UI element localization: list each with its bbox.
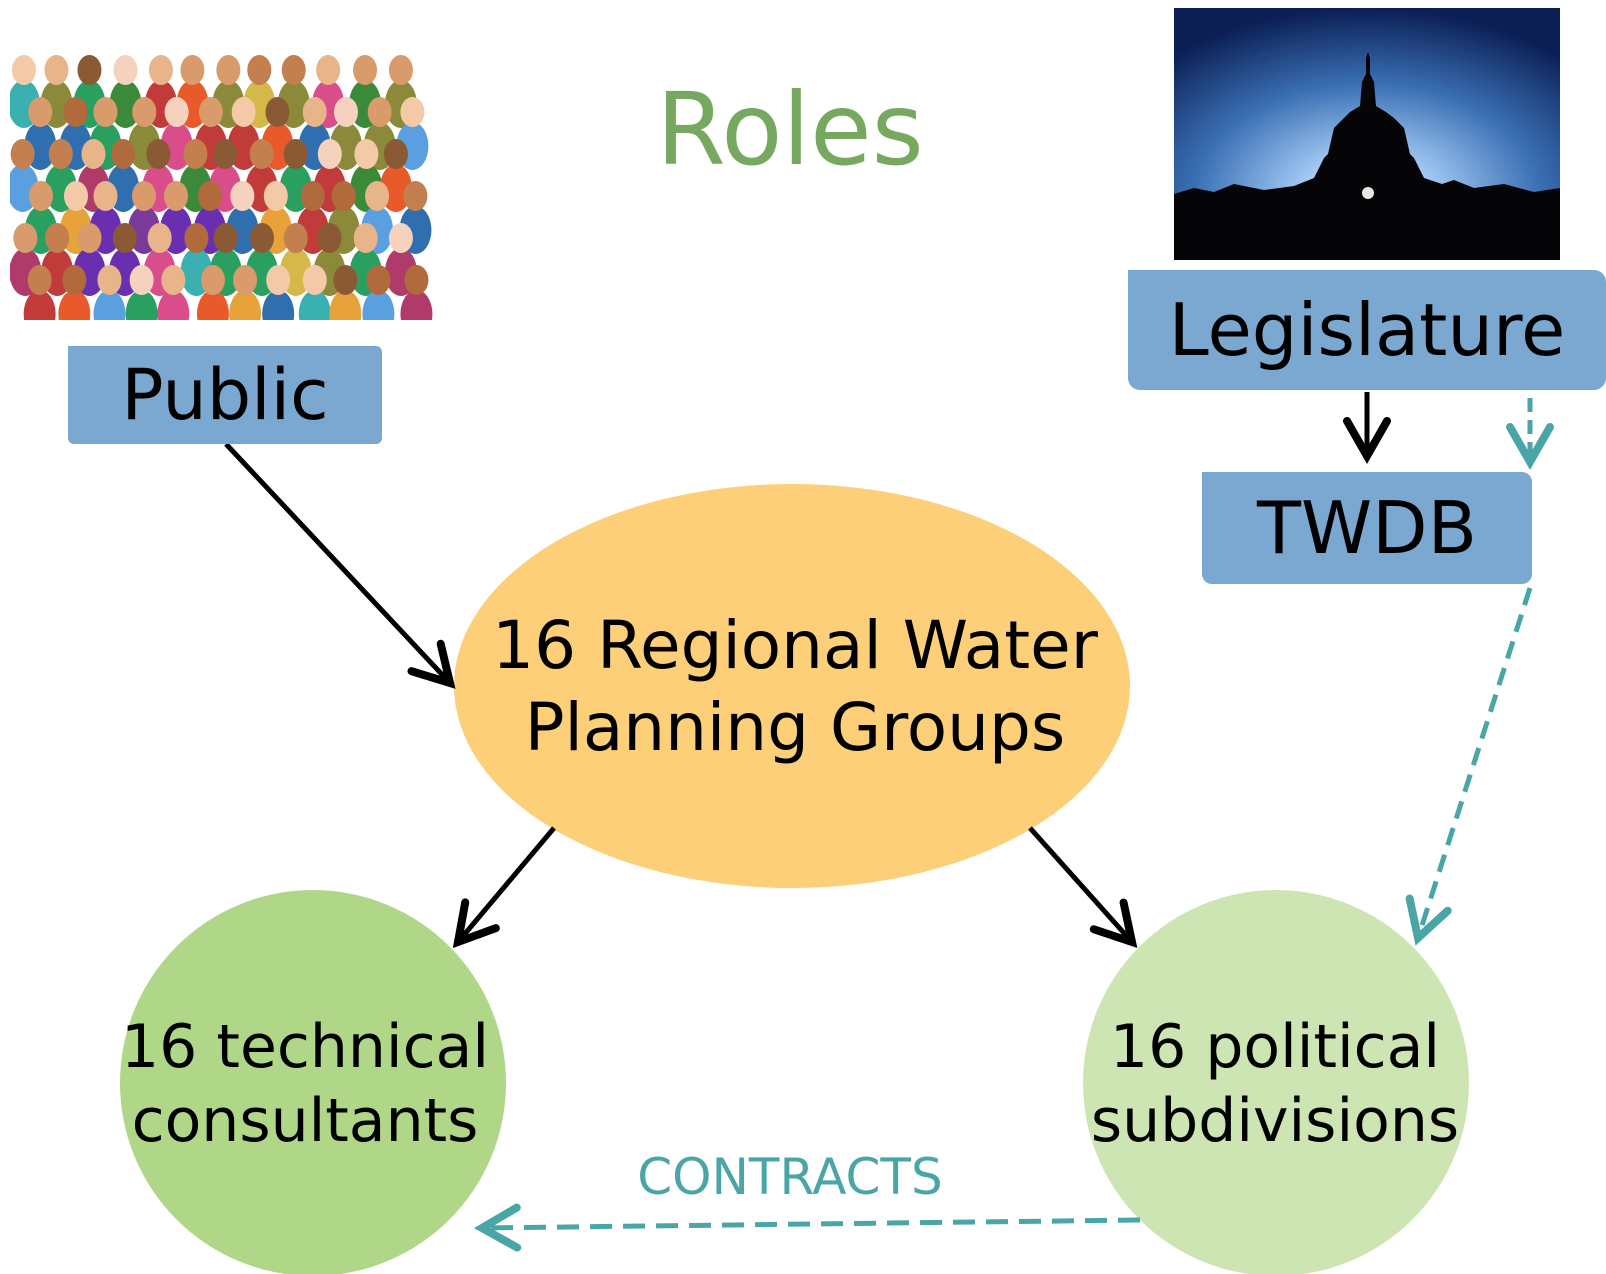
contracts-dashed-arrow [473, 1203, 1141, 1252]
public-to-rwpg-arrow [224, 442, 456, 689]
rwpg-label: 16 Regional Water Planning Groups [455, 605, 1135, 769]
pol-label-line1: 16 political [1109, 1012, 1441, 1082]
twdb-label: TWDB [1256, 486, 1477, 570]
pol-label-line2: subdivisions [1090, 1086, 1460, 1157]
contracts-label: CONTRACTS [637, 1148, 943, 1206]
twdb-to-pol-dashed-arrow [1405, 587, 1533, 946]
public-label: Public [121, 354, 329, 436]
legislature-label: Legislature [1168, 288, 1566, 372]
rwpg-label-line2: Planning Groups [524, 688, 1066, 766]
public-box: Public [68, 346, 382, 444]
tech-label-line2: consultants [131, 1086, 479, 1157]
tech-label-line1: 16 technical [121, 1012, 489, 1082]
tech-label: 16 technical consultants [120, 1010, 490, 1159]
pol-circle [1083, 890, 1469, 1274]
rwpg-ellipse [454, 484, 1130, 888]
rwpg-to-pol-arrow [1028, 826, 1138, 949]
page-title: Roles [656, 71, 924, 188]
pol-label: 16 political subdivisions [1082, 1010, 1468, 1159]
tech-circle [120, 890, 506, 1274]
crowd-illustration [10, 55, 440, 330]
legislature-box: Legislature [1128, 270, 1606, 390]
twdb-box: TWDB [1202, 472, 1532, 584]
capitol-photo [1174, 8, 1560, 260]
rwpg-to-tech-arrow [452, 826, 556, 949]
rwpg-label-line1: 16 Regional Water [492, 607, 1098, 684]
